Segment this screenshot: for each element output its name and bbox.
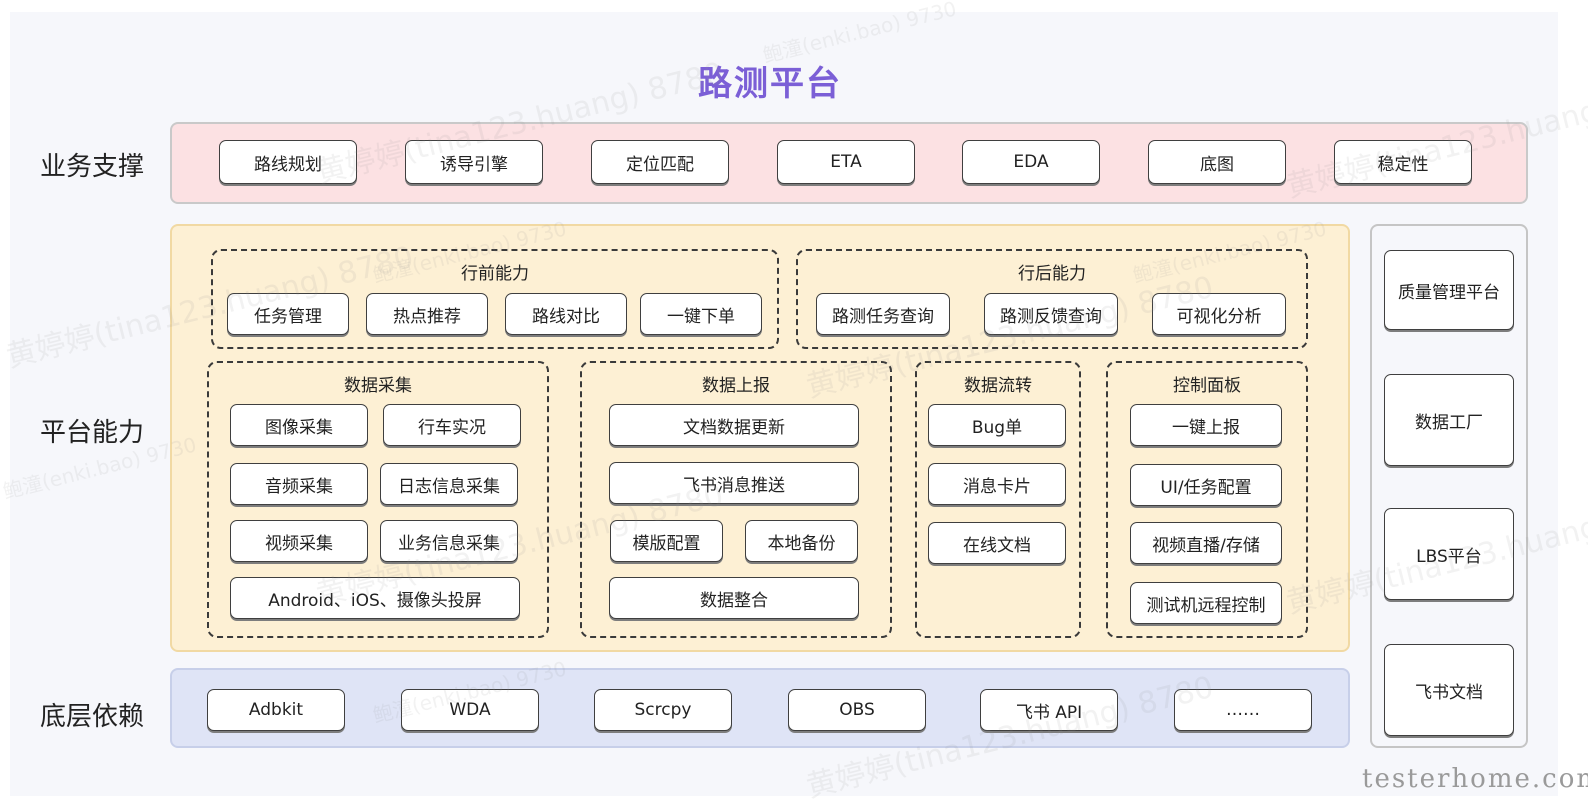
- pre-trip-task-management[interactable]: 任务管理: [227, 293, 349, 335]
- business-item-eta[interactable]: ETA: [777, 140, 915, 184]
- post-trip-visual-analysis[interactable]: 可视化分析: [1152, 293, 1286, 335]
- control-remote-device[interactable]: 测试机远程控制: [1130, 582, 1282, 624]
- business-item-stability[interactable]: 稳定性: [1334, 140, 1472, 184]
- collect-business-info[interactable]: 业务信息采集: [380, 520, 518, 562]
- flow-online-doc[interactable]: 在线文档: [928, 522, 1066, 564]
- control-video-live-storage[interactable]: 视频直播/存储: [1130, 522, 1282, 564]
- report-feishu-push[interactable]: 飞书消息推送: [609, 462, 859, 504]
- flow-bug-ticket[interactable]: Bug单: [928, 404, 1066, 446]
- business-item-route-planning[interactable]: 路线规划: [219, 140, 357, 184]
- dependency-more[interactable]: ……: [1174, 689, 1312, 731]
- pre-trip-hotspot-recommend[interactable]: 热点推荐: [366, 293, 488, 335]
- dependency-scrcpy[interactable]: Scrcpy: [594, 689, 732, 731]
- group-data-flow: 数据流转: [915, 361, 1081, 638]
- side-feishu-docs[interactable]: 飞书文档: [1384, 644, 1514, 736]
- collect-driving-live[interactable]: 行车实况: [383, 404, 521, 446]
- post-trip-feedback-query[interactable]: 路测反馈查询: [984, 293, 1118, 335]
- control-one-click-report[interactable]: 一键上报: [1130, 404, 1282, 446]
- dependency-feishu-api[interactable]: 飞书 API: [980, 689, 1118, 731]
- group-title-data-collection: 数据采集: [344, 376, 412, 396]
- group-title-control-panel: 控制面板: [1173, 376, 1241, 396]
- group-data-collection: 数据采集: [207, 361, 549, 638]
- business-item-eda[interactable]: EDA: [962, 140, 1100, 184]
- dependency-adbkit[interactable]: Adbkit: [207, 689, 345, 731]
- group-title-data-flow: 数据流转: [964, 376, 1032, 396]
- group-title-data-report: 数据上报: [702, 376, 770, 396]
- report-doc-update[interactable]: 文档数据更新: [609, 404, 859, 446]
- control-ui-task-config[interactable]: UI/任务配置: [1130, 464, 1282, 506]
- dependencies-band: [170, 668, 1350, 748]
- group-title-post-trip: 行后能力: [1018, 264, 1086, 284]
- collect-audio[interactable]: 音频采集: [230, 463, 368, 505]
- group-title-pre-trip: 行前能力: [461, 264, 529, 284]
- row-label-dependencies: 底层依赖: [40, 702, 145, 732]
- collect-image[interactable]: 图像采集: [230, 404, 368, 446]
- collect-video[interactable]: 视频采集: [230, 520, 368, 562]
- pre-trip-route-compare[interactable]: 路线对比: [505, 293, 627, 335]
- group-data-report: 数据上报: [580, 361, 892, 638]
- dependency-wda[interactable]: WDA: [401, 689, 539, 731]
- collect-log[interactable]: 日志信息采集: [380, 463, 518, 505]
- site-watermark: testerhome.com: [1362, 764, 1588, 794]
- row-label-business: 业务支撑: [40, 152, 145, 182]
- side-data-factory[interactable]: 数据工厂: [1384, 374, 1514, 466]
- business-item-positioning-match[interactable]: 定位匹配: [591, 140, 729, 184]
- post-trip-task-query[interactable]: 路测任务查询: [816, 293, 950, 335]
- report-local-backup[interactable]: 本地备份: [745, 520, 858, 562]
- side-quality-platform[interactable]: 质量管理平台: [1384, 250, 1514, 330]
- dependency-obs[interactable]: OBS: [788, 689, 926, 731]
- group-pre-trip: 行前能力: [211, 249, 779, 349]
- pre-trip-one-click-order[interactable]: 一键下单: [640, 293, 762, 335]
- business-item-basemap[interactable]: 底图: [1148, 140, 1286, 184]
- group-post-trip: 行后能力: [796, 249, 1308, 349]
- report-data-integration[interactable]: 数据整合: [609, 577, 859, 619]
- group-control-panel: 控制面板: [1106, 361, 1308, 638]
- business-item-guidance-engine[interactable]: 诱导引擎: [405, 140, 543, 184]
- collect-screen-cast[interactable]: Android、iOS、摄像头投屏: [230, 577, 520, 619]
- report-template-config[interactable]: 模版配置: [610, 520, 723, 562]
- flow-message-card[interactable]: 消息卡片: [928, 463, 1066, 505]
- row-label-platform: 平台能力: [40, 418, 145, 448]
- diagram-title: 路测平台: [698, 64, 842, 104]
- side-lbs-platform[interactable]: LBS平台: [1384, 508, 1514, 600]
